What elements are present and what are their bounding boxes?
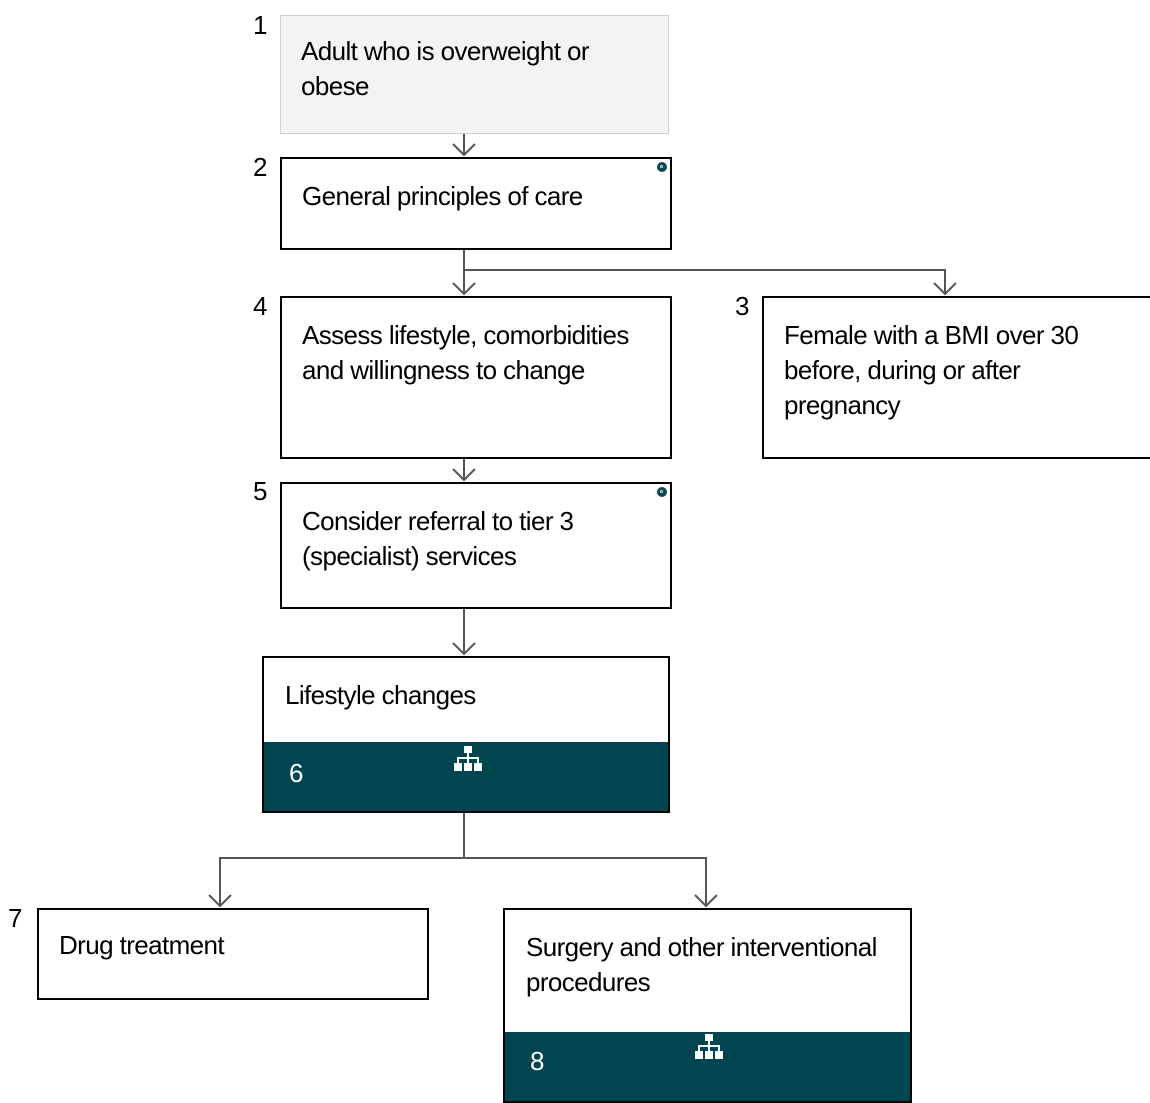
arrowhead-5 — [452, 468, 476, 482]
info-icon — [657, 487, 667, 497]
step-number-6: 6 — [289, 758, 304, 788]
sub-pathway-band: 8 — [505, 1032, 910, 1101]
node-label: Surgery and other interventional procedu… — [526, 932, 877, 997]
step-number-1: 1 — [253, 10, 268, 40]
node-label: Female with a BMI over 30 before, during… — [784, 320, 1079, 420]
step-number-2: 2 — [253, 152, 268, 182]
arrowhead-4 — [452, 282, 476, 296]
sitemap-icon — [454, 746, 482, 771]
connector-6-7-8 — [219, 857, 707, 906]
node-drug-treatment[interactable]: Drug treatment — [37, 908, 429, 1000]
connector-2-3 — [464, 269, 946, 294]
arrowhead-6 — [452, 642, 476, 656]
step-number-7: 7 — [8, 903, 23, 933]
step-number-8: 8 — [530, 1046, 545, 1076]
node-label: Drug treatment — [59, 930, 225, 960]
node-consider-referral-tier-3[interactable]: Consider referral to tier 3 (specialist)… — [280, 482, 672, 609]
sub-pathway-band: 6 — [264, 742, 668, 811]
arrowhead-2 — [452, 143, 476, 157]
arrowhead-8 — [694, 894, 718, 908]
node-label: Adult who is overweight or obese — [301, 36, 589, 101]
step-number-5: 5 — [253, 476, 268, 506]
node-adult-overweight-obese[interactable]: Adult who is overweight or obese — [280, 15, 669, 134]
step-number-3: 3 — [735, 291, 750, 321]
node-label: General principles of care — [302, 181, 583, 211]
info-icon — [657, 162, 667, 172]
node-female-bmi-pregnancy[interactable]: Female with a BMI over 30 before, during… — [762, 296, 1150, 459]
arrowhead-3 — [933, 282, 957, 296]
node-label: Lifestyle changes — [285, 680, 476, 710]
node-lifestyle-changes[interactable]: Lifestyle changes 6 — [262, 656, 670, 813]
sitemap-icon — [695, 1034, 723, 1059]
node-assess-lifestyle[interactable]: Assess lifestyle, comorbidities and will… — [280, 296, 672, 459]
node-label: Assess lifestyle, comorbidities and will… — [302, 320, 629, 385]
node-general-principles-of-care[interactable]: General principles of care — [280, 157, 672, 250]
arrowhead-7 — [208, 894, 232, 908]
node-surgery-interventional-procedures[interactable]: Surgery and other interventional procedu… — [503, 908, 912, 1103]
step-number-4: 4 — [253, 291, 268, 321]
node-label: Consider referral to tier 3 (specialist)… — [302, 506, 574, 571]
